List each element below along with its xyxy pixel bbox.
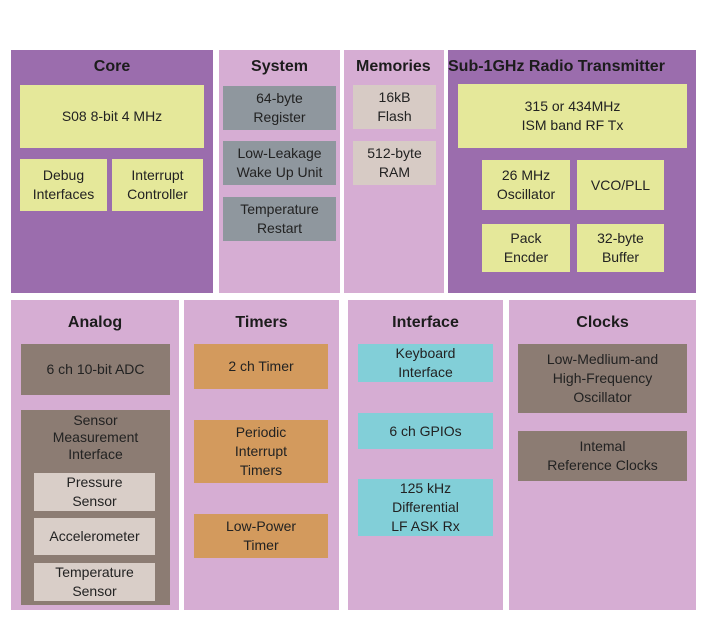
sensor-measurement-group: Sensor Measurement Interface Pressure Se…	[21, 410, 170, 605]
debug-interfaces-block: Debug Interfaces	[20, 159, 107, 211]
s08-cpu-block: S08 8-bit 4 MHz	[20, 85, 204, 148]
analog-title: Analog	[67, 314, 123, 331]
periodic-interrupt-timers-block: Periodic Interrupt Timers	[194, 420, 328, 483]
memories-section: Memories 16kB Flash 512-byte RAM	[344, 50, 444, 293]
lf-ask-rx-block: 125 kHz Differential LF ASK Rx	[358, 479, 493, 536]
timers-section: Timers 2 ch Timer Periodic Interrupt Tim…	[184, 300, 339, 610]
flash-block: 16kB Flash	[353, 85, 436, 129]
interface-title: Interface	[392, 314, 459, 331]
accelerometer-block: Accelerometer	[34, 518, 155, 555]
reference-clocks-block: Intemal Reference Clocks	[518, 431, 687, 481]
timers-title: Timers	[235, 314, 288, 331]
temperature-sensor-block: Temperature Sensor	[34, 563, 155, 601]
pressure-sensor-block: Pressure Sensor	[34, 473, 155, 511]
pack-encoder-block: Pack Encder	[482, 224, 570, 272]
register-block: 64-byte Register	[223, 86, 336, 130]
system-section: System 64-byte Register Low-Leakage Wake…	[219, 50, 340, 293]
oscillator-26mhz-block: 26 MHz Oscillator	[482, 160, 570, 210]
system-title: System	[251, 58, 308, 75]
core-section: Core S08 8-bit 4 MHz Debug Interfaces In…	[11, 50, 213, 293]
adc-block: 6 ch 10-bit ADC	[21, 344, 170, 395]
two-ch-timer-block: 2 ch Timer	[194, 344, 328, 389]
interrupt-controller-block: Interrupt Controller	[112, 159, 203, 211]
frequency-oscillator-block: Low-Medlium-and High-Frequency Oscillato…	[518, 344, 687, 413]
gpio-block: 6 ch GPIOs	[358, 413, 493, 449]
core-title: Core	[93, 58, 131, 75]
keyboard-interface-block: Keyboard Interface	[358, 344, 493, 382]
clocks-section: Clocks Low-Medlium-and High-Frequency Os…	[509, 300, 696, 610]
analog-section: Analog 6 ch 10-bit ADC Sensor Measuremen…	[11, 300, 179, 610]
memories-title: Memories	[356, 58, 431, 75]
clocks-title: Clocks	[576, 314, 629, 331]
wake-up-unit-block: Low-Leakage Wake Up Unit	[223, 141, 336, 185]
radio-title: Sub-1GHz Radio Transmitter	[448, 58, 665, 75]
vco-pll-block: VCO/PLL	[577, 160, 664, 210]
temperature-restart-block: Temperature Restart	[223, 197, 336, 241]
ism-band-tx-block: 315 or 434MHz ISM band RF Tx	[458, 84, 687, 148]
ram-block: 512-byte RAM	[353, 141, 436, 185]
buffer-block: 32-byte Buffer	[577, 224, 664, 272]
interface-section: Interface Keyboard Interface 6 ch GPIOs …	[348, 300, 503, 610]
low-power-timer-block: Low-Power Timer	[194, 514, 328, 558]
radio-section: Sub-1GHz Radio Transmitter 315 or 434MHz…	[448, 50, 696, 293]
sensor-measurement-title: Sensor Measurement Interface	[52, 412, 139, 462]
